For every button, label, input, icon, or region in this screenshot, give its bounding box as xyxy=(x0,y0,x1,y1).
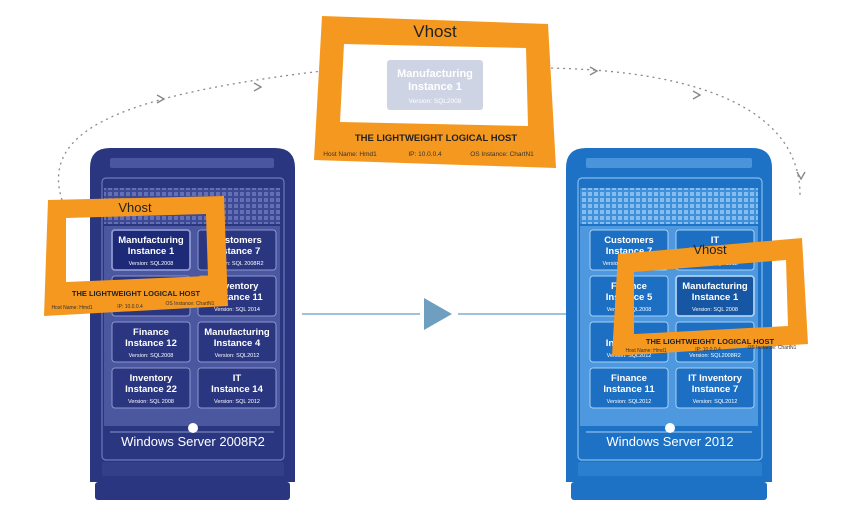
instance-number: Instance 7 xyxy=(214,246,260,257)
instance-version: Version: SQL 2008 xyxy=(692,307,738,313)
instance-number: Instance 14 xyxy=(211,384,263,395)
instance-number: Instance 4 xyxy=(214,338,261,349)
instance-title: Manufacturing xyxy=(204,327,270,338)
arc-chevron-2 xyxy=(253,82,263,92)
migration-arc xyxy=(57,67,801,201)
instance-card-box xyxy=(197,367,277,409)
instance-card-box xyxy=(111,321,191,363)
ghost-instance-title-1: Manufacturing xyxy=(397,68,473,80)
arc-chevron-3 xyxy=(589,66,599,76)
instance-card-box xyxy=(675,367,755,409)
instance-version: Version: SQL 2008R2 xyxy=(211,261,264,267)
instance-title: Finance xyxy=(611,373,647,384)
instance-title: Inventory xyxy=(216,281,259,292)
instance-card-box xyxy=(197,321,277,363)
instance-version: Version: SQL2012 xyxy=(215,353,260,359)
vhost-caption: THE LIGHTWEIGHT LOGICAL HOST xyxy=(355,133,518,144)
arc-chevron-1 xyxy=(156,94,166,104)
instance-card-box xyxy=(111,229,191,271)
instance-number: Instance 11 xyxy=(211,292,263,303)
vhost-field-host: Host Name: Hmd1 xyxy=(625,348,666,354)
instance-number: Instance 1 xyxy=(128,246,175,257)
vhost-field-ip: IP: 10.0.0.4 xyxy=(117,304,143,310)
instance-version: Version: SQL 2012 xyxy=(214,399,260,405)
instance-version: Version: SQL2008 xyxy=(129,261,174,267)
instance-version: Version: SQL 2008 xyxy=(128,399,174,405)
instance-number: Instance 7 xyxy=(606,246,652,257)
vhost-field-os: OS Instance: ChartN1 xyxy=(470,151,534,158)
instance-version: Version: SQL2008R2 xyxy=(689,353,741,359)
vhost-label: Vhost xyxy=(413,22,457,41)
instance-version: Version: SQL2012 xyxy=(607,399,652,405)
instance-number: Instance 1 xyxy=(692,292,739,303)
vhost-field-host: Host Name: Hmd1 xyxy=(323,151,377,158)
vhost-label: Vhost xyxy=(118,200,152,215)
instance-title: Finance xyxy=(133,327,169,338)
vhost-caption: THE LIGHTWEIGHT LOGICAL HOST xyxy=(72,289,201,298)
instance-title: IT Inventory xyxy=(688,373,743,384)
instance-title: IT xyxy=(233,373,242,384)
vhost-frame-top: Manufacturing Instance 1 Version: SQL200… xyxy=(314,16,556,168)
instance-card-box xyxy=(675,275,755,317)
instance-card-box xyxy=(111,367,191,409)
vhost-label: Vhost xyxy=(693,242,727,257)
instance-title: Customers xyxy=(604,235,654,246)
vhost-field-os: OS Instance: ChartN1 xyxy=(166,301,215,307)
instance-version: Version: SQL 2014 xyxy=(214,307,260,313)
vhost-field-ip: IP: 10.0.0.4 xyxy=(695,347,721,353)
instance-version: Version: SQL2012 xyxy=(693,399,738,405)
ghost-instance-title-2: Instance 1 xyxy=(408,81,462,93)
instance-title: IT xyxy=(711,235,720,246)
server-name: Windows Server 2012 xyxy=(606,434,733,449)
vhost-caption: THE LIGHTWEIGHT LOGICAL HOST xyxy=(646,337,775,346)
instance-number: Instance 22 xyxy=(125,384,177,395)
ghost-instance-card xyxy=(387,60,483,110)
instance-card-box xyxy=(589,367,669,409)
arc-chevron-5 xyxy=(796,171,806,181)
vhost-field-ip: IP: 10.0.0.4 xyxy=(408,151,442,158)
vhost-frame-right: Vhost THE LIGHTWEIGHT LOGICAL HOST Host … xyxy=(612,238,808,356)
instance-title: Customers xyxy=(212,235,262,246)
vhost-field-host: Host Name: Hmd1 xyxy=(51,305,92,311)
arc-chevron-4 xyxy=(692,90,702,100)
instance-title: Inventory xyxy=(130,373,173,384)
instance-number: Instance 11 xyxy=(603,384,655,395)
instance-number: Instance 7 xyxy=(692,384,738,395)
ghost-instance-version: Version: SQL2008 xyxy=(409,98,462,105)
vhost-frame-left: Vhost THE LIGHTWEIGHT LOGICAL HOST Host … xyxy=(44,196,228,316)
instance-version: Version: SQL2008 xyxy=(129,353,174,359)
instance-title: Manufacturing xyxy=(118,235,184,246)
migration-arrow xyxy=(302,298,566,330)
instance-title: Manufacturing xyxy=(682,281,748,292)
vhost-field-os: OS Instance: ChartN1 xyxy=(748,345,797,351)
server-name: Windows Server 2008R2 xyxy=(121,434,265,449)
instance-version: Version: SQL2012 xyxy=(607,353,652,359)
instance-number: Instance 12 xyxy=(125,338,177,349)
